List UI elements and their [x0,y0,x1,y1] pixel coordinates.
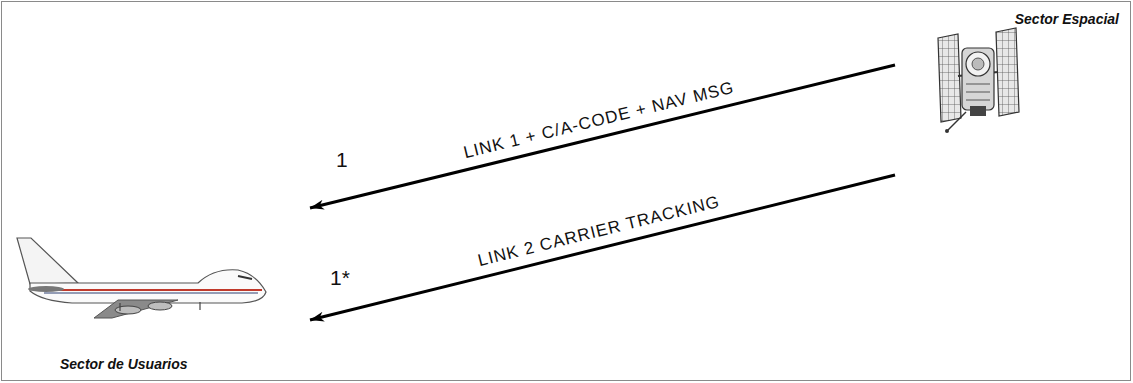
user-segment: Sector de Usuarios [10,195,310,380]
callout-number: 1* [330,266,350,290]
segment-label: Sector de Usuarios [60,356,188,372]
segment-label: Sector Espacial [1015,11,1119,27]
signal-arrow [310,175,895,320]
satellite-icon [938,28,1019,133]
link-label: LINK 1 + C/A-CODE + NAV MSG [458,77,739,164]
link-label: LINK 2 CARRIER TRACKING [473,191,725,272]
callout-number: 1 [336,148,348,172]
signal-arrow [310,65,895,208]
airplane-icon [17,238,266,318]
space-segment: Sector Espacial [895,6,1127,181]
